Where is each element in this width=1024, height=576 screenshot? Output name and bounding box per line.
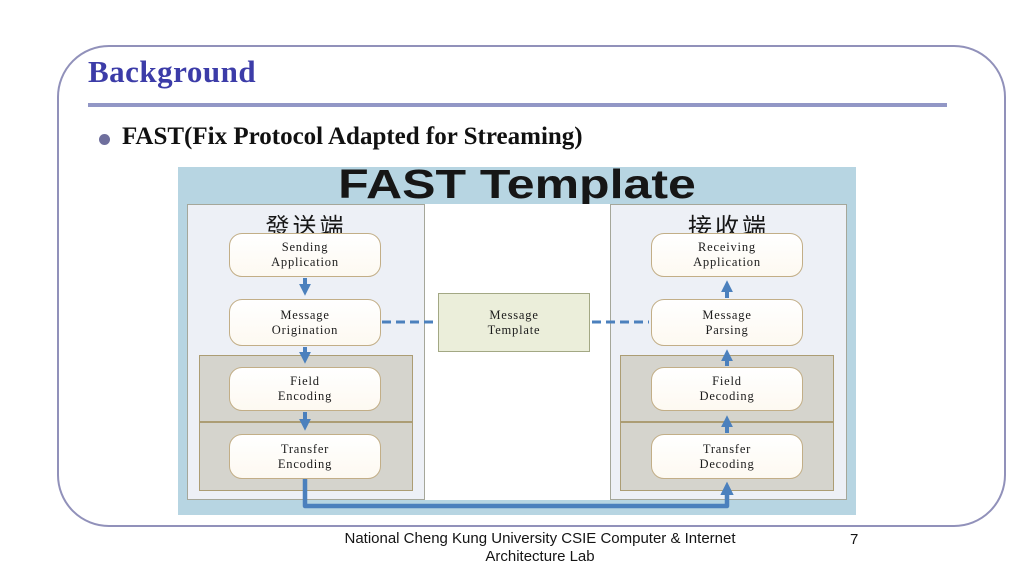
footer: National Cheng Kung University CSIE Comp…: [290, 530, 790, 565]
title-underline-rule: [88, 103, 947, 107]
sending-application-box: Sending Application: [229, 233, 381, 277]
box-label-line1: Message: [489, 307, 539, 322]
box-label-line2: Encoding: [277, 389, 333, 403]
transfer-encoding-box: Transfer Encoding: [229, 434, 381, 479]
box-label-line2: Application: [693, 255, 761, 269]
slide-title: Background: [88, 54, 257, 89]
message-template-box: Message Template: [438, 293, 590, 352]
box-label-line1: Message: [702, 307, 752, 322]
box-label-line2: Decoding: [699, 456, 755, 471]
box-label-line1: Field: [712, 374, 742, 388]
transfer-decoding-box: Transfer Decoding: [651, 434, 803, 479]
diagram-title: FAST Template: [338, 161, 696, 207]
bullet-text: FAST(Fix Protocol Adapted for Streaming): [122, 123, 583, 150]
box-label-line1: Message: [280, 307, 330, 322]
slide-border-frame: [57, 45, 1006, 527]
footer-line1: National Cheng Kung University CSIE Comp…: [344, 530, 736, 547]
page-number: 7: [850, 531, 859, 548]
footer-line2: Architecture Lab: [485, 547, 595, 565]
box-label-line2: Parsing: [705, 322, 749, 337]
box-label-line2: Application: [271, 255, 339, 269]
field-encoding-box: Field Encoding: [229, 367, 381, 411]
box-label-line1: Transfer: [280, 441, 330, 456]
fast-template-diagram: FAST Template 發送端 接收端 Sending Applicatio…: [178, 161, 856, 515]
box-label-line1: Receiving: [698, 240, 756, 254]
box-label-line1: Transfer: [702, 441, 752, 456]
middle-column: [425, 204, 610, 500]
message-origination-box: Message Origination: [229, 299, 381, 346]
box-label-line2: Decoding: [699, 389, 755, 403]
box-label-line2: Origination: [271, 322, 339, 337]
bullet-point-icon: [99, 134, 110, 145]
field-decoding-box: Field Decoding: [651, 367, 803, 411]
box-label-line1: Field: [290, 374, 320, 388]
box-label-line1: Sending: [281, 240, 329, 254]
box-label-line2: Template: [487, 322, 541, 337]
receiving-application-box: Receiving Application: [651, 233, 803, 277]
box-label-line2: Encoding: [277, 456, 333, 471]
message-parsing-box: Message Parsing: [651, 299, 803, 346]
